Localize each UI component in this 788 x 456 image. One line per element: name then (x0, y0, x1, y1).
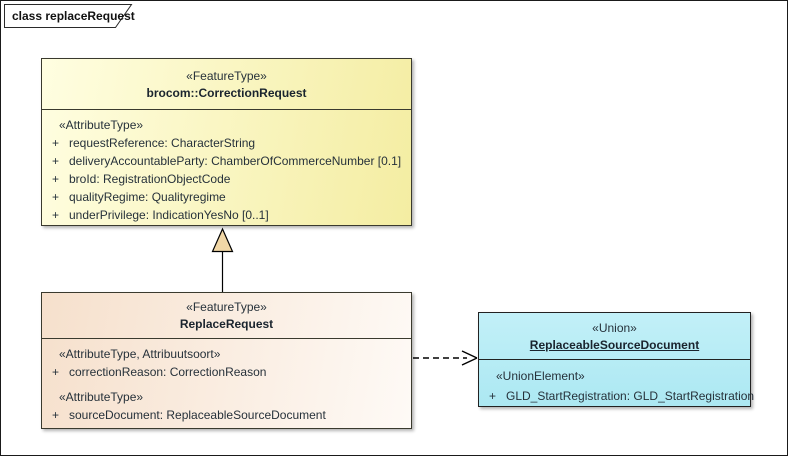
class-box-correction-request[interactable]: «FeatureType» brocom::CorrectionRequest … (41, 58, 412, 226)
attribute-text: qualityRegime: Qualityregime (69, 190, 226, 204)
attribute-text: deliveryAccountableParty: ChamberOfComme… (69, 154, 402, 168)
class-name: ReplaceableSourceDocument (529, 337, 700, 352)
attribute-row: + GLD_StartRegistration: GLD_StartRegistr… (479, 386, 754, 406)
attributes-compartment: «AttributeType» + requestReference: Chara… (42, 110, 411, 224)
frame-tab-label: class replaceRequest (12, 9, 135, 23)
class-stereotype: «FeatureType» (186, 300, 267, 314)
class-box-replace-request[interactable]: «FeatureType» ReplaceRequest «AttributeT… (41, 292, 412, 429)
attribute-row: + correctionReason: CorrectionReason (42, 363, 411, 381)
attribute-row: + broId: RegistrationObjectCode (42, 170, 411, 188)
visibility-symbol: + (52, 190, 60, 204)
generalization-connector[interactable] (211, 227, 234, 292)
attribute-row: + deliveryAccountableParty: ChamberOfComm… (42, 152, 411, 170)
attribute-text: correctionReason: CorrectionReason (69, 365, 267, 379)
attribute-text: underPrivilege: IndicationYesNo [0..1] (69, 208, 269, 222)
visibility-symbol: + (52, 365, 60, 379)
dependency-connector[interactable] (413, 350, 478, 366)
attribute-row: + sourceDocument: ReplaceableSourceDocume… (42, 406, 411, 424)
diagram-frame-tab: class replaceRequest (4, 4, 135, 28)
attribute-text: broId: RegistrationObjectCode (69, 172, 231, 186)
attributes-compartment: «UnionElement» + GLD_StartRegistration: G… (479, 360, 754, 406)
visibility-symbol: + (52, 136, 60, 150)
class-header: «FeatureType» ReplaceRequest (42, 293, 411, 339)
visibility-symbol: + (52, 172, 60, 186)
attribute-text: requestReference: CharacterString (69, 136, 256, 150)
attribute-text: sourceDocument: ReplaceableSourceDocumen… (69, 408, 326, 422)
attribute-group-label: «AttributeType» (59, 118, 144, 132)
class-stereotype: «Union» (592, 320, 637, 335)
class-name: ReplaceRequest (179, 317, 274, 331)
attribute-group-label: «AttributeType, Attribuutsoort» (59, 347, 221, 361)
visibility-symbol: + (489, 389, 497, 403)
attributes-compartment: «AttributeType, Attribuutsoort» + correct… (42, 339, 411, 424)
visibility-symbol: + (52, 408, 60, 422)
attribute-group-label: «UnionElement» (496, 369, 585, 383)
class-box-replaceable-source-document[interactable]: «Union» ReplaceableSourceDocument «Union… (478, 312, 754, 407)
class-name: brocom::CorrectionRequest (146, 85, 307, 100)
visibility-symbol: + (52, 208, 60, 222)
frame-tab-shape (4, 4, 133, 28)
attribute-row: + qualityRegime: Qualityregime (42, 188, 411, 206)
attribute-row: + underPrivilege: IndicationYesNo [0..1] (42, 206, 411, 224)
class-stereotype: «FeatureType» (186, 68, 267, 83)
class-header: «FeatureType» brocom::CorrectionRequest (42, 59, 411, 110)
attribute-group-label: «AttributeType» (59, 390, 144, 404)
attribute-row: + requestReference: CharacterString (42, 134, 411, 152)
class-header: «Union» ReplaceableSourceDocument (479, 313, 750, 360)
visibility-symbol: + (52, 154, 60, 168)
dependency-arrowhead-icon (461, 350, 478, 366)
generalization-arrowhead-icon (211, 227, 234, 253)
attribute-text: GLD_StartRegistration: GLD_StartRegistra… (506, 389, 755, 403)
